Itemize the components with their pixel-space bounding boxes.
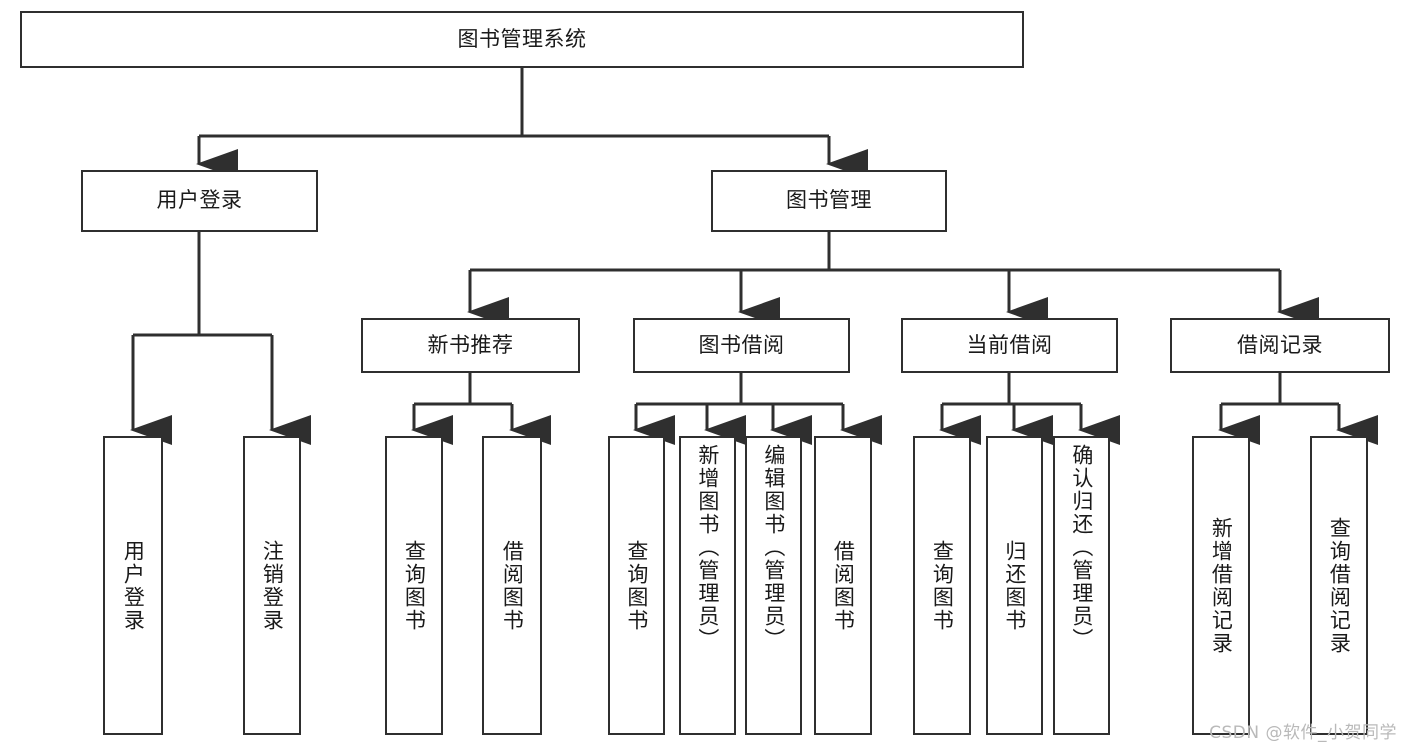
node-leaf-return-book[interactable]: 归还图书 <box>986 436 1043 735</box>
node-leaf-return-book-label: 归还图书 <box>1002 539 1027 632</box>
node-book-borrow[interactable]: 图书借阅 <box>633 318 850 373</box>
node-leaf-query-book-recommend[interactable]: 查询图书 <box>385 436 443 735</box>
node-leaf-logout-login-label: 注销登录 <box>260 539 285 632</box>
watermark: CSDN @软件_小贺同学 <box>1209 723 1397 743</box>
node-new-book-recommend[interactable]: 新书推荐 <box>361 318 580 373</box>
node-user-login-label: 用户登录 <box>156 188 243 213</box>
node-book-management-label: 图书管理 <box>786 188 872 213</box>
node-leaf-query-borrow-record-label: 查询借阅记录 <box>1327 516 1352 655</box>
node-leaf-borrow-book[interactable]: 借阅图书 <box>814 436 872 735</box>
node-borrow-record-label: 借阅记录 <box>1237 332 1323 357</box>
node-leaf-add-borrow-record[interactable]: 新增借阅记录 <box>1192 436 1250 735</box>
node-leaf-edit-book-admin[interactable]: 编辑图书（管理员） <box>745 436 802 735</box>
node-root-label: 图书管理系统 <box>457 26 587 51</box>
node-leaf-add-book-admin-label: 新增图书（管理员） <box>695 444 720 651</box>
node-leaf-borrow-book-recommend-label: 借阅图书 <box>500 539 525 632</box>
node-current-borrow[interactable]: 当前借阅 <box>901 318 1118 373</box>
node-current-borrow-label: 当前借阅 <box>966 332 1053 357</box>
node-leaf-add-borrow-record-label: 新增借阅记录 <box>1209 516 1234 655</box>
node-leaf-borrow-book-recommend[interactable]: 借阅图书 <box>482 436 542 735</box>
node-leaf-user-login[interactable]: 用户登录 <box>103 436 163 735</box>
node-leaf-query-book-borrow[interactable]: 查询图书 <box>608 436 665 735</box>
node-book-borrow-label: 图书借阅 <box>698 332 785 357</box>
node-leaf-query-book-recommend-label: 查询图书 <box>402 539 427 632</box>
node-new-book-recommend-label: 新书推荐 <box>427 332 514 357</box>
node-leaf-query-borrow-record[interactable]: 查询借阅记录 <box>1310 436 1368 735</box>
node-leaf-edit-book-admin-label: 编辑图书（管理员） <box>761 444 786 651</box>
node-root[interactable]: 图书管理系统 <box>20 11 1024 68</box>
node-book-management[interactable]: 图书管理 <box>711 170 947 232</box>
node-leaf-query-book-current-label: 查询图书 <box>930 539 955 632</box>
node-leaf-logout-login[interactable]: 注销登录 <box>243 436 301 735</box>
node-leaf-query-book-borrow-label: 查询图书 <box>624 539 649 632</box>
node-user-login[interactable]: 用户登录 <box>81 170 318 232</box>
node-leaf-confirm-return-admin-label: 确认归还（管理员） <box>1069 444 1094 651</box>
node-leaf-user-login-label: 用户登录 <box>121 539 146 632</box>
node-borrow-record[interactable]: 借阅记录 <box>1170 318 1390 373</box>
node-leaf-query-book-current[interactable]: 查询图书 <box>913 436 971 735</box>
node-leaf-confirm-return-admin[interactable]: 确认归还（管理员） <box>1053 436 1110 735</box>
node-leaf-borrow-book-label: 借阅图书 <box>831 539 856 632</box>
node-leaf-add-book-admin[interactable]: 新增图书（管理员） <box>679 436 736 735</box>
